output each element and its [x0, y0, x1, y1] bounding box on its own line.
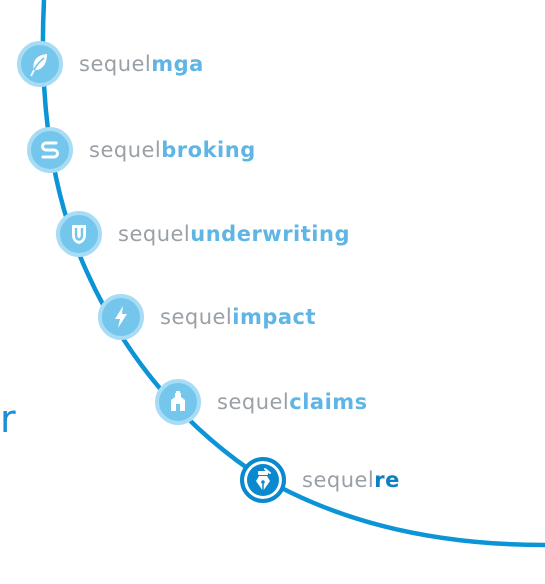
shield-u-icon — [72, 225, 86, 244]
product-label: sequelclaims — [217, 390, 368, 414]
leaf-icon — [30, 54, 47, 77]
label-suffix: underwriting — [190, 222, 350, 246]
fountain-pen-icon — [256, 468, 271, 491]
label-prefix: sequel — [302, 468, 375, 492]
product-label: sequelmga — [79, 52, 204, 76]
label-prefix: sequel — [160, 305, 233, 329]
product-label: sequelunderwriting — [118, 222, 350, 246]
product-sequel-claims[interactable]: sequelclaims — [155, 379, 368, 425]
badge-underwriting — [56, 211, 102, 257]
badge-broking — [27, 127, 73, 173]
label-suffix: re — [374, 468, 400, 492]
badge-mga — [17, 41, 63, 87]
product-label: sequelimpact — [160, 305, 316, 329]
label-suffix: mga — [151, 52, 204, 76]
label-suffix: claims — [289, 390, 368, 414]
label-prefix: sequel — [79, 52, 152, 76]
product-sequel-broking[interactable]: sequelbroking — [27, 127, 256, 173]
partial-text-fragment: r — [0, 397, 16, 441]
badge-claims — [155, 379, 201, 425]
product-sequel-mga[interactable]: sequelmga — [17, 41, 204, 87]
label-suffix: broking — [161, 138, 256, 162]
label-prefix: sequel — [118, 222, 191, 246]
product-sequel-impact[interactable]: sequelimpact — [98, 294, 316, 340]
badge-re — [240, 457, 286, 503]
label-suffix: impact — [232, 305, 317, 329]
label-prefix: sequel — [217, 390, 290, 414]
badge-impact — [98, 294, 144, 340]
product-sequel-underwriting[interactable]: sequelunderwriting — [56, 211, 350, 257]
product-sequel-re[interactable]: sequelre — [240, 457, 400, 503]
product-label: sequelbroking — [89, 138, 256, 162]
product-label: sequelre — [302, 468, 400, 492]
label-prefix: sequel — [89, 138, 162, 162]
broking-s-icon — [41, 141, 59, 159]
lightning-bolt-icon — [115, 306, 127, 328]
house-claims-icon — [171, 391, 185, 411]
